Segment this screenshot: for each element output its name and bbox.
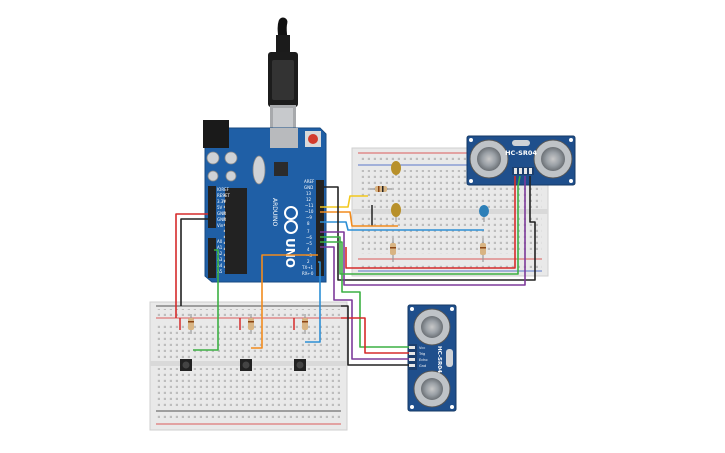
pin-label-a4: A4: [217, 263, 223, 268]
analog-header: [208, 238, 216, 278]
pin-label-ioref: IOREF: [217, 187, 230, 192]
power-header: [208, 186, 216, 228]
pin-label-d9: ~9: [306, 215, 312, 220]
pin-label-d11: ~11: [305, 203, 314, 208]
wire-gnd: [180, 218, 208, 306]
pin-label-d8: 8: [307, 221, 310, 226]
pin-label-a0: A0: [217, 239, 223, 244]
pushbutton[interactable]: [180, 359, 192, 371]
wire-green-top-sensor: [320, 175, 521, 275]
wire-orange-right: [320, 211, 398, 227]
pin-label-d4: 4: [307, 247, 310, 252]
resistor: [248, 314, 254, 334]
pushbutton[interactable]: [240, 359, 252, 371]
wire-yellow: [320, 195, 368, 208]
pin-label-aref: AREF: [304, 179, 315, 184]
sensor-bottom-label: HC-SR04: [436, 346, 442, 373]
pin-label-a2: A2: [217, 251, 223, 256]
arduino-model-label: UNO: [283, 238, 297, 268]
resistor: [370, 186, 392, 192]
pin-label-3v3: 3.3V: [217, 199, 226, 204]
wire-orange: [251, 254, 318, 349]
usb-cable: [268, 17, 298, 135]
pin-label-d7: 7: [307, 229, 310, 234]
pin-label-d1: TX→1: [301, 265, 314, 270]
power-jack: [203, 120, 229, 148]
pin-label-d13: 13: [306, 191, 312, 196]
pushbutton[interactable]: [294, 359, 306, 371]
pin-label-d2: 2: [307, 259, 310, 264]
sensor-pin-trig: Trig: [418, 352, 425, 356]
pin-label-d0: RX←0: [302, 271, 314, 276]
atmega-chip: [225, 188, 247, 274]
pin-label-d5: ~5: [306, 241, 312, 246]
pin-label-d6: ~6: [306, 235, 312, 240]
usb-socket: [270, 128, 298, 148]
resistor: [480, 238, 486, 262]
wire-blue-left: [305, 261, 321, 343]
sensor-crystal: [512, 140, 530, 146]
wires: [175, 175, 536, 366]
arduino-logo: ARDUINO UNO: [271, 198, 298, 268]
resistor: [302, 314, 308, 334]
resistor: [390, 238, 396, 262]
ultrasonic-sensor-bottom[interactable]: HC-SR04 Vcc Trig Echo Gnd: [407, 304, 457, 412]
resistor: [188, 314, 194, 334]
sensor-pin-echo: Echo: [419, 358, 428, 362]
pin-label-vin: Vin: [217, 223, 224, 228]
digital-header: [316, 180, 324, 276]
sensor-pin-gnd: Gnd: [419, 364, 426, 368]
wire-green: [193, 249, 219, 351]
pin-label-5v: 5V: [217, 205, 223, 210]
wire-blue-right: [320, 221, 484, 231]
led-blue: [479, 205, 489, 222]
wire-red-bottom-sensor: [341, 317, 409, 354]
sensor-crystal: [446, 349, 453, 367]
wire-purple-bottom-sensor: [320, 246, 409, 360]
pin-label-d10: ~10: [305, 209, 314, 214]
capacitor: [206, 151, 220, 165]
capacitor: [224, 151, 238, 165]
wire-red-top-sensor: [345, 176, 516, 269]
wire-black-bottom-sensor: [341, 305, 409, 366]
pin-label-gnd: GND: [304, 185, 313, 190]
pin-label-reset: RESET: [217, 193, 230, 198]
pin-label-a3: A3: [217, 257, 223, 262]
crystal: [252, 155, 266, 185]
arduino-brand-label: ARDUINO: [271, 198, 278, 227]
usb-chip: [274, 162, 288, 176]
pin-label-a5: A5: [217, 269, 223, 274]
pin-label-gnd-b: GND: [217, 217, 226, 222]
ultrasonic-sensor-top[interactable]: HC-SR04: [466, 135, 576, 186]
pin-label-gnd-a: GND: [217, 211, 226, 216]
led-yellow: [391, 203, 401, 222]
sensor-pin-vcc: Vcc: [419, 346, 425, 350]
arduino-uno-board[interactable]: ARDUINO UNO AREF GND 13 12 ~11 ~10 ~9 8 …: [203, 120, 327, 283]
wire-purple-top-sensor: [320, 176, 526, 286]
pin-label-d12: 12: [306, 197, 312, 202]
wire-black-top-sensor: [320, 176, 536, 281]
sensor-top-label: HC-SR04: [505, 149, 537, 157]
wire-green-bottom-sensor: [320, 241, 409, 348]
pin-label-a1: A1: [217, 245, 223, 250]
piezo-component: [391, 161, 401, 176]
wire-5v: [175, 213, 208, 318]
